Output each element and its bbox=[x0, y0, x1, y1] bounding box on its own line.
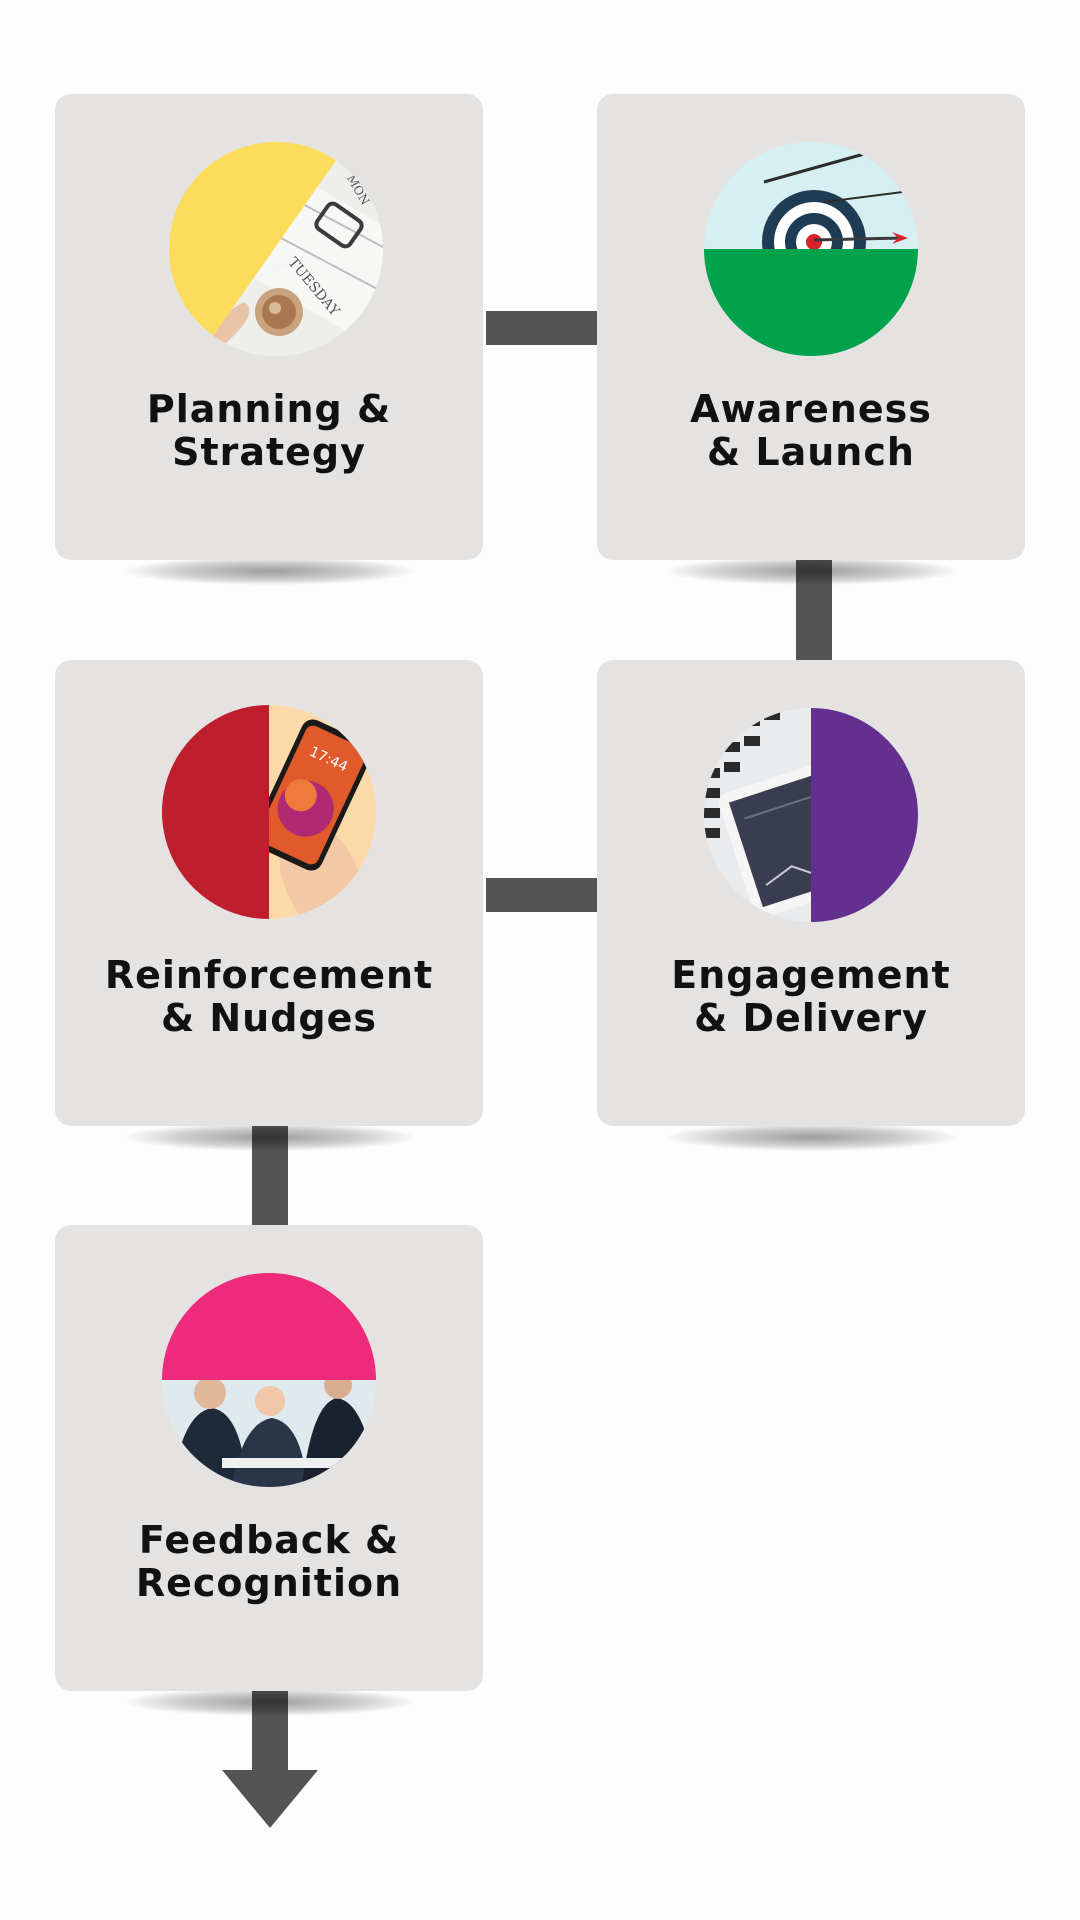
step-card-engagement-delivery: Engagement & Delivery bbox=[597, 660, 1025, 1126]
connector-reinforcement-feedback bbox=[252, 1126, 288, 1230]
card-shadow bbox=[125, 557, 415, 585]
card-shadow bbox=[125, 1123, 415, 1151]
step-title: Reinforcement & Nudges bbox=[104, 953, 434, 1040]
card-shadow bbox=[125, 1688, 415, 1716]
step-card-reinforcement-nudges: 17:44 Reinforcement & Nudges bbox=[55, 660, 483, 1126]
connector-engagement-reinforcement bbox=[486, 878, 598, 912]
step-title: Engagement & Delivery bbox=[671, 953, 951, 1040]
smartphone-hand-photo-icon: 17:44 bbox=[162, 705, 376, 919]
calendar-coffee-photo-icon: TUESDAY MON bbox=[169, 142, 383, 356]
step-card-planning-strategy: TUESDAY MON Planning & Strategy bbox=[55, 94, 483, 560]
arrow-stem bbox=[252, 1690, 288, 1774]
card-shadow bbox=[667, 1123, 957, 1151]
connector-awareness-engagement bbox=[796, 560, 832, 664]
tablet-laptop-photo-icon bbox=[704, 708, 918, 922]
team-applause-photo-icon bbox=[162, 1273, 376, 1487]
target-arrow-photo-icon bbox=[704, 142, 918, 356]
step-card-awareness-launch: Awareness & Launch bbox=[597, 94, 1025, 560]
step-title: Feedback & Recognition bbox=[135, 1518, 403, 1605]
connector-planning-awareness bbox=[486, 311, 598, 345]
step-title: Planning & Strategy bbox=[146, 387, 392, 474]
step-card-feedback-recognition: Feedback & Recognition bbox=[55, 1225, 483, 1691]
card-shadow bbox=[667, 557, 957, 585]
arrow-down-icon bbox=[222, 1770, 318, 1828]
step-title: Awareness & Launch bbox=[690, 387, 932, 474]
